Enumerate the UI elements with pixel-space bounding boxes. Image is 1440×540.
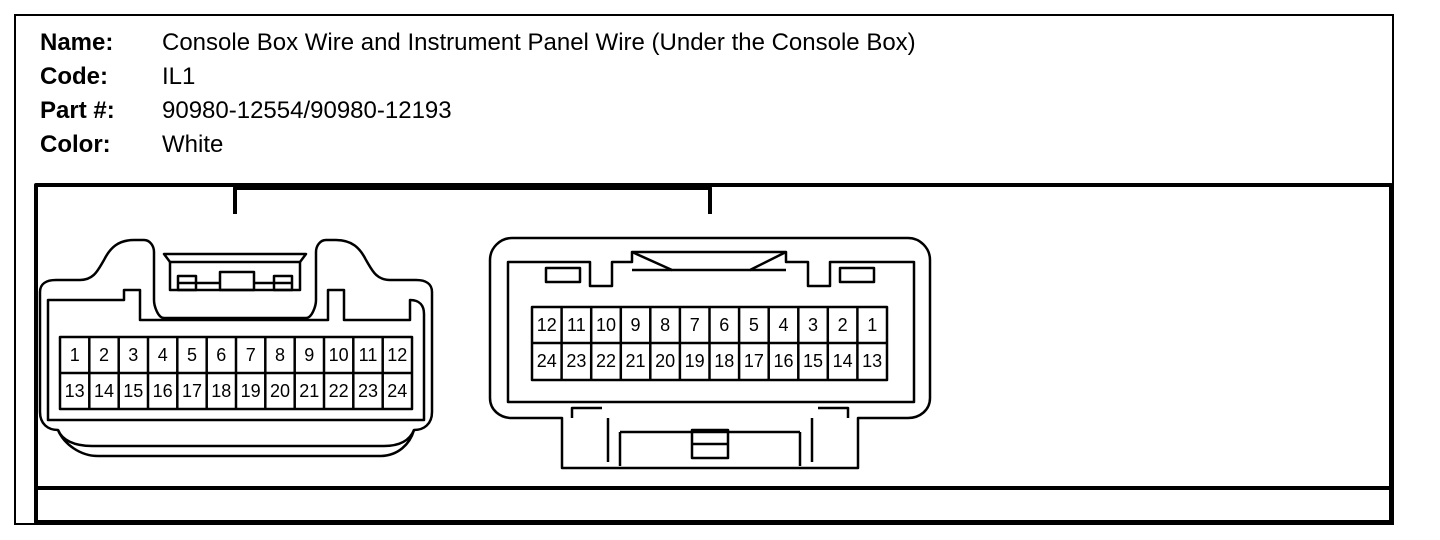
right-pin-label: 7 [690,315,700,335]
code-label: Code: [40,63,108,90]
color-value: White [162,131,224,158]
left-pin-grid [58,335,414,411]
right-pin-label: 2 [838,315,848,335]
part-value: 90980-12554/90980-12193 [162,97,452,124]
left-pin-label: 3 [128,345,138,365]
left-pin-label: 16 [153,381,173,401]
drawing-frame [34,183,1393,524]
left-pin-label: 19 [241,381,261,401]
name-value: Console Box Wire and Instrument Panel Wi… [162,29,916,56]
connector-info-sheet: Name: Console Box Wire and Instrument Pa… [14,14,1394,525]
right-pin-grid [530,305,889,382]
name-label: Name: [40,29,114,56]
left-pin-label: 2 [99,345,109,365]
color-label: Color: [40,131,111,158]
left-pin-label: 8 [275,345,285,365]
right-pin-label: 21 [625,351,645,371]
left-pin-label: 14 [94,381,114,401]
left-pin-label: 6 [216,345,226,365]
right-pin-label: 15 [803,351,823,371]
right-pin-label: 1 [867,315,877,335]
right-pin-label: 10 [596,315,616,335]
right-pin-label: 3 [808,315,818,335]
left-pin-label: 11 [359,345,378,365]
left-pin-label: 1 [70,345,80,365]
right-pin-label: 6 [719,315,729,335]
right-pin-label: 23 [566,351,586,371]
left-pin-label: 5 [187,345,197,365]
left-pin-label: 12 [387,345,407,365]
left-pin-label: 4 [158,345,168,365]
right-pin-label: 14 [833,351,853,371]
right-pin-label: 8 [660,315,670,335]
right-pin-label: 18 [714,351,734,371]
left-pin-label: 23 [358,381,378,401]
left-pin-label: 17 [182,381,202,401]
left-pin-label: 13 [65,381,85,401]
left-pin-label: 24 [387,381,407,401]
left-pin-label: 15 [123,381,143,401]
right-pin-label: 17 [744,351,764,371]
right-pin-label: 13 [862,351,882,371]
left-pin-label: 10 [329,345,349,365]
left-pin-label: 18 [211,381,231,401]
right-pin-label: 19 [685,351,705,371]
right-pin-label: 5 [749,315,759,335]
right-pin-label: 9 [630,315,640,335]
left-pin-label: 20 [270,381,290,401]
part-label: Part #: [40,97,115,124]
right-pin-label: 22 [596,351,616,371]
left-pin-label: 9 [304,345,314,365]
right-pin-label: 16 [773,351,793,371]
mating-bracket [233,186,712,214]
right-pin-label: 24 [537,351,557,371]
right-pin-label: 20 [655,351,675,371]
left-pin-label: 21 [299,381,319,401]
left-pin-label: 7 [246,345,256,365]
code-value: IL1 [162,63,196,90]
right-pin-label: 11 [567,315,586,335]
right-pin-label: 12 [537,315,557,335]
left-connector-body [38,238,434,458]
right-pin-label: 4 [778,315,788,335]
right-connector-body [488,236,932,470]
left-pin-label: 22 [329,381,349,401]
